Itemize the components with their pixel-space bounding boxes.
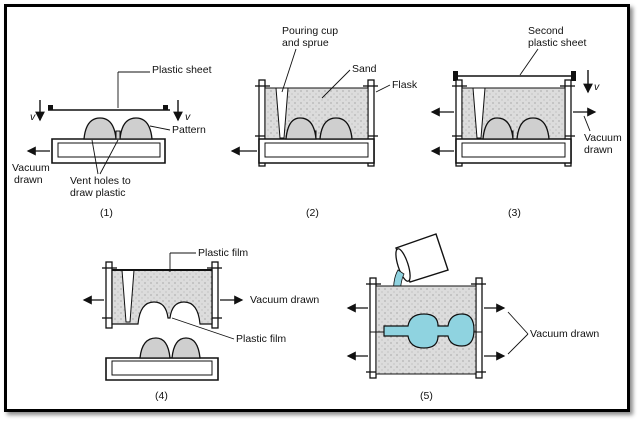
caption-5: (5): [420, 390, 433, 402]
pattern-4-right: [171, 337, 201, 359]
pattern-right: [119, 117, 153, 140]
panel-2: Pouring cup and sprue Sand Flask (2): [230, 25, 418, 219]
v-label-3: v: [594, 81, 600, 93]
casting: [383, 313, 475, 349]
second-label-b: plastic sheet: [528, 37, 586, 49]
leader-second-sheet: [519, 48, 539, 76]
vacuum-chamber: [57, 142, 161, 158]
pattern-3-right: [516, 117, 550, 140]
sprue: [275, 87, 289, 139]
pattern-label: Pattern: [172, 124, 206, 136]
vent-label-b: draw plastic: [70, 187, 125, 199]
second-label-a: Second: [528, 25, 564, 37]
panel-3: v Second plastic sheet Vacuum drawn (3): [430, 25, 622, 219]
panel-4: Plastic film Vacuum drawn Plastic film (…: [82, 247, 319, 402]
leader-vent-2: [99, 139, 119, 175]
pattern-3-left: [482, 117, 514, 140]
sheet2-clamp-right: [571, 71, 576, 81]
vacuum-label-1a: Vacuum: [12, 162, 50, 174]
leader-pattern: [149, 125, 171, 131]
plastic-sheet-label: Plastic sheet: [152, 64, 212, 76]
leader-vacuum-5b: [507, 333, 529, 355]
sprue-3: [472, 87, 486, 139]
plastic-film-top-label: Plastic film: [198, 247, 248, 259]
leader-sand: [321, 69, 351, 99]
pattern-2-left: [285, 117, 317, 140]
vacuum-label-1b: drawn: [14, 174, 43, 186]
pouring-label-a: Pouring cup: [282, 25, 338, 37]
sheet-clamp-right: [163, 105, 168, 110]
vacuum-chamber-3: [461, 142, 566, 158]
panel-1: v v Plastic sheet Pattern Vacuum drawn V…: [12, 64, 212, 219]
panel-5: Vacuum drawn (5): [346, 233, 599, 402]
sheet2-clamp-left: [453, 71, 458, 81]
figure-frame: [4, 4, 630, 412]
sand-fill-4: [111, 269, 213, 325]
plastic-film-bottom-label: Plastic film: [236, 333, 286, 345]
v-label-right: v: [185, 111, 191, 123]
leader-vent-1: [91, 139, 99, 175]
ladle-lip: [395, 248, 411, 282]
vacuum-label-4: Vacuum drawn: [250, 294, 319, 306]
vacuum-label-3b: drawn: [584, 144, 613, 156]
caption-4: (4): [155, 390, 168, 402]
caption-3: (3): [508, 207, 521, 219]
pattern-2-right: [319, 117, 353, 140]
caption-1: (1): [100, 207, 113, 219]
pattern-gate: [115, 130, 121, 140]
vent-label-a: Vent holes to: [70, 175, 131, 187]
pattern-4-left: [139, 337, 171, 359]
vacuum-chamber-4: [111, 360, 213, 376]
leader-film-bottom: [171, 317, 235, 340]
sheet-clamp-left: [48, 105, 53, 110]
flask-label: Flask: [392, 79, 418, 91]
leader-vacuum-5a: [507, 311, 529, 335]
caption-2: (2): [306, 207, 319, 219]
pattern-left: [83, 117, 117, 140]
vacuum-label-5: Vacuum drawn: [530, 328, 599, 340]
vacuum-label-3a: Vacuum: [584, 132, 622, 144]
leader-flask: [375, 84, 391, 93]
sand-label: Sand: [352, 63, 377, 75]
pouring-label-b: and sprue: [282, 37, 329, 49]
v-label-left: v: [30, 111, 36, 123]
leader-vacuum-3: [583, 115, 591, 132]
leader-sprue: [281, 48, 297, 93]
flask5-wall-left: [369, 277, 377, 379]
flask5-wall-right: [475, 277, 483, 379]
vacuum-chamber-2: [264, 142, 369, 158]
